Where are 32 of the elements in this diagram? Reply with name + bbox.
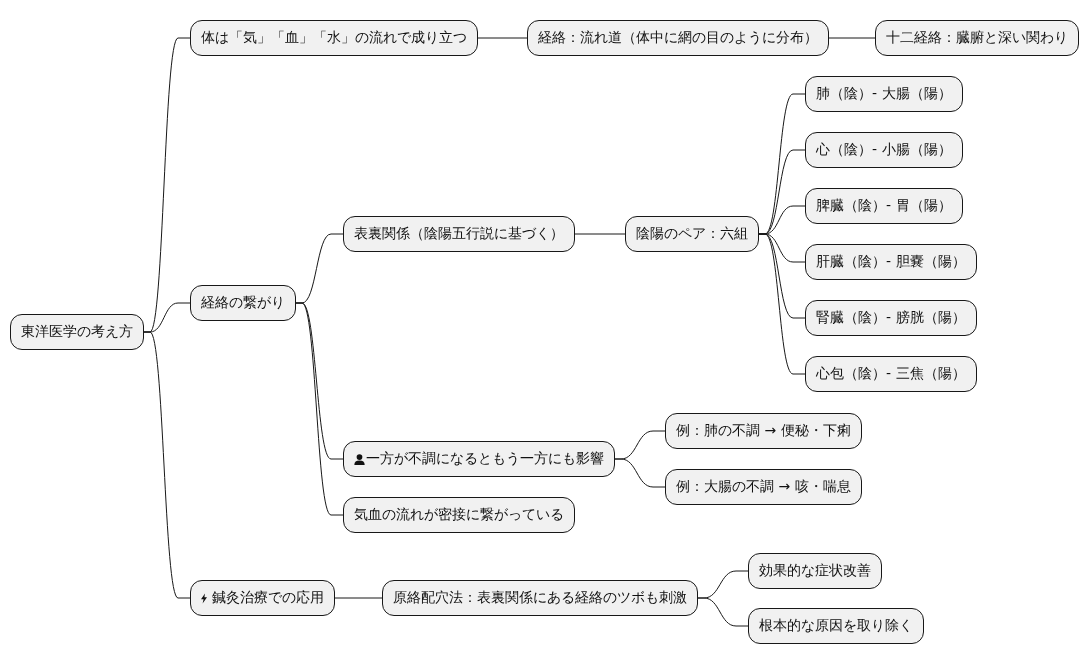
topic-box: 原絡配穴法：表裏関係にある経絡のツボも刺激	[382, 580, 698, 616]
topic-text: 一方が不調になるともう一方にも影響	[366, 450, 604, 468]
connector	[295, 302, 344, 516]
topic-box: 東洋医学の考え方	[10, 314, 144, 350]
connector	[574, 233, 626, 235]
topic-box: 根本的な原因を取り除く	[748, 608, 924, 644]
topic-box: 例：肺の不調 → 便秘・下痢	[665, 413, 862, 449]
connector	[143, 331, 191, 599]
connector	[828, 37, 876, 39]
topic-box: 脾臓（陰）- 胃（陽）	[805, 188, 963, 224]
topic-box: 体は「気」「血」「水」の流れで成り立つ	[190, 20, 478, 56]
connector	[334, 597, 383, 599]
topic-box: 肺（陰）- 大腸（陽）	[805, 76, 963, 112]
topic-box: 腎臓（陰）- 膀胱（陽）	[805, 300, 977, 336]
topic-box: 心（陰）- 小腸（陽）	[805, 132, 963, 168]
topic-text: 鍼灸治療での応用	[212, 589, 324, 607]
topic-box: 経絡：流れ道（体中に網の目のように分布）	[527, 20, 829, 56]
connector	[477, 37, 528, 39]
topic-box: 気血の流れが密接に繋がっている	[343, 497, 575, 533]
topic-box: 経絡の繋がり	[190, 285, 296, 321]
connector	[697, 597, 749, 627]
topic-box: 心包（陰）- 三焦（陽）	[805, 356, 977, 392]
topic-box: 十二経絡：臓腑と深い関わり	[875, 20, 1079, 56]
topic-box: 陰陽のペア：六組	[625, 216, 759, 252]
topic-box	[343, 441, 615, 477]
connector	[758, 233, 806, 375]
topic-box: 効果的な症状改善	[748, 553, 882, 589]
topic-box: 例：大腸の不調 → 咳・喘息	[665, 469, 862, 505]
connector	[614, 458, 666, 488]
topic-box: 表裏関係（陰陽五行説に基づく）	[343, 216, 575, 252]
topic-box	[190, 580, 335, 616]
topic-box: 肝臓（陰）- 胆嚢（陽）	[805, 244, 977, 280]
